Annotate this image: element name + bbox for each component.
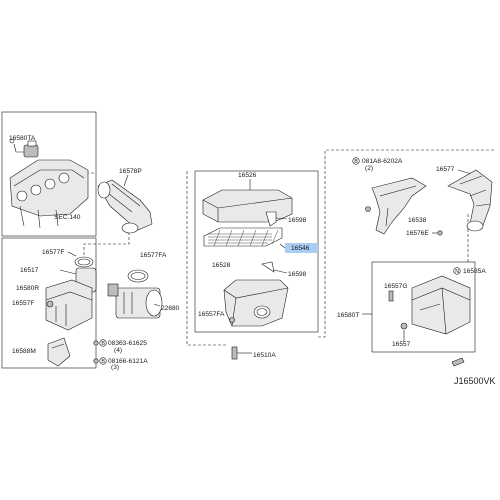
label-16576E: 16576E xyxy=(406,230,429,237)
clip-16598-mid-illustration xyxy=(261,261,288,274)
highlight-16546 xyxy=(285,243,318,253)
duct-16538-illustration xyxy=(371,177,427,235)
dashed-link-aircleaner-left xyxy=(186,171,226,346)
label-16588M: 16588M xyxy=(12,348,36,355)
label-16577FA: 16577FA xyxy=(140,252,167,259)
air-duct-16578P-illustration xyxy=(97,179,153,234)
dashed-link-aircleaner-right xyxy=(318,149,495,338)
label-16580TA: 16580TA xyxy=(9,135,36,142)
label-081A8-qty: (2) xyxy=(365,165,373,172)
label-08166-qty: (3) xyxy=(111,364,119,371)
label-16557: 16557 xyxy=(392,341,411,348)
clamp-16577FA-illustration xyxy=(127,269,149,283)
bracket-16588M-illustration xyxy=(47,337,71,367)
label-16528: 16528 xyxy=(212,262,231,269)
label-16546: 16546 xyxy=(291,245,310,252)
label-16557G: 16557G xyxy=(384,283,407,290)
label-16585A: 16585A xyxy=(463,268,486,275)
label-16580T: 16580T xyxy=(337,312,359,319)
label-16577: 16577 xyxy=(436,166,455,173)
label-16578P: 16578P xyxy=(119,168,142,175)
leader-16577F xyxy=(67,251,77,257)
leader-16546 xyxy=(279,243,286,249)
label-sec140: SEC.140 xyxy=(54,214,81,221)
label-081A8-6202A: 081A8-6202A xyxy=(362,158,403,165)
bolt-08363-illustration xyxy=(93,339,107,347)
label-16557FA: 16557FA xyxy=(198,311,225,318)
label-08166-6121A: 08166-6121A xyxy=(108,358,148,365)
circled-mark-b-1: B xyxy=(101,341,105,347)
air-duct-16577-illustration xyxy=(447,169,493,232)
bolt-08166-illustration xyxy=(93,357,107,365)
diagram-reference-code: J16500VK xyxy=(454,376,496,386)
clip-16598-top-illustration xyxy=(265,211,288,227)
grommet-16557FA-illustration xyxy=(229,317,235,323)
label-16580R: 16580R xyxy=(16,285,39,292)
bolt-16510A-illustration xyxy=(231,346,252,360)
bolt-outside-illustration xyxy=(451,357,465,367)
clamp-16577F-illustration xyxy=(74,256,94,268)
circled-mark-b-3-text: B xyxy=(354,159,358,165)
circled-mark-b-3 xyxy=(352,157,360,165)
leader-22680 xyxy=(153,303,161,307)
bolt-081A8-illustration xyxy=(365,206,371,212)
leader-16578P xyxy=(123,174,129,187)
label-16577F: 16577F xyxy=(42,249,64,256)
label-22680: 22680 xyxy=(161,305,180,312)
resonator-16580T-illustration xyxy=(400,275,471,335)
group-box-resonator xyxy=(371,261,476,353)
dashed-link-duct-to-meter xyxy=(83,232,130,258)
bolt-16557G-illustration xyxy=(388,290,394,302)
circled-mark-n xyxy=(453,267,461,275)
label-16526: 16526 xyxy=(238,172,257,179)
mass-air-flow-sensor-22680-illustration xyxy=(107,283,163,319)
air-filter-element-16546-illustration xyxy=(203,227,283,247)
circled-mark-b-2: B xyxy=(101,359,105,365)
label-16598-mid: 16598 xyxy=(288,271,307,278)
intake-manifold-illustration xyxy=(9,159,89,229)
label-16538: 16538 xyxy=(408,217,427,224)
air-cleaner-cover-16526-illustration xyxy=(202,189,293,223)
group-box-airflow-meter xyxy=(1,237,97,369)
sensor-16580TA-illustration xyxy=(9,138,39,158)
label-16517: 16517 xyxy=(20,267,39,274)
inset-box-intake-manifold xyxy=(1,111,97,237)
clip-16576E-illustration xyxy=(432,230,443,236)
circled-mark-n-text: N xyxy=(455,269,459,275)
resonator-16580R-illustration xyxy=(45,279,93,331)
label-08363-qty: (4) xyxy=(114,347,122,354)
label-16598-top: 16598 xyxy=(288,217,307,224)
label-16510A: 16510A xyxy=(253,352,276,359)
label-08363-61625: 08363-61625 xyxy=(108,340,147,347)
label-16557F: 16557F xyxy=(12,300,34,307)
